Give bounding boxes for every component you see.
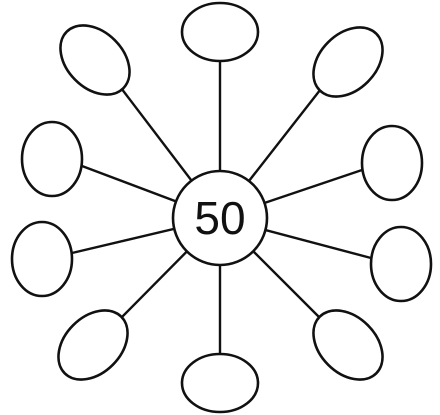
center-number: 50 [194, 192, 245, 244]
blank-oval-6[interactable] [180, 352, 260, 414]
blank-oval-5[interactable] [300, 297, 396, 393]
center-node: 50 [171, 169, 269, 267]
blank-oval-8[interactable] [10, 220, 74, 298]
center-circle [171, 169, 269, 267]
blank-oval-9[interactable] [20, 120, 84, 198]
blank-oval-1[interactable] [180, 1, 260, 63]
blank-oval-4[interactable] [369, 225, 433, 303]
blank-oval-10[interactable] [47, 12, 143, 108]
outer-ovals [10, 1, 433, 414]
blank-oval-2[interactable] [300, 14, 396, 110]
blank-oval-7[interactable] [45, 297, 141, 393]
blank-oval-3[interactable] [360, 124, 424, 202]
